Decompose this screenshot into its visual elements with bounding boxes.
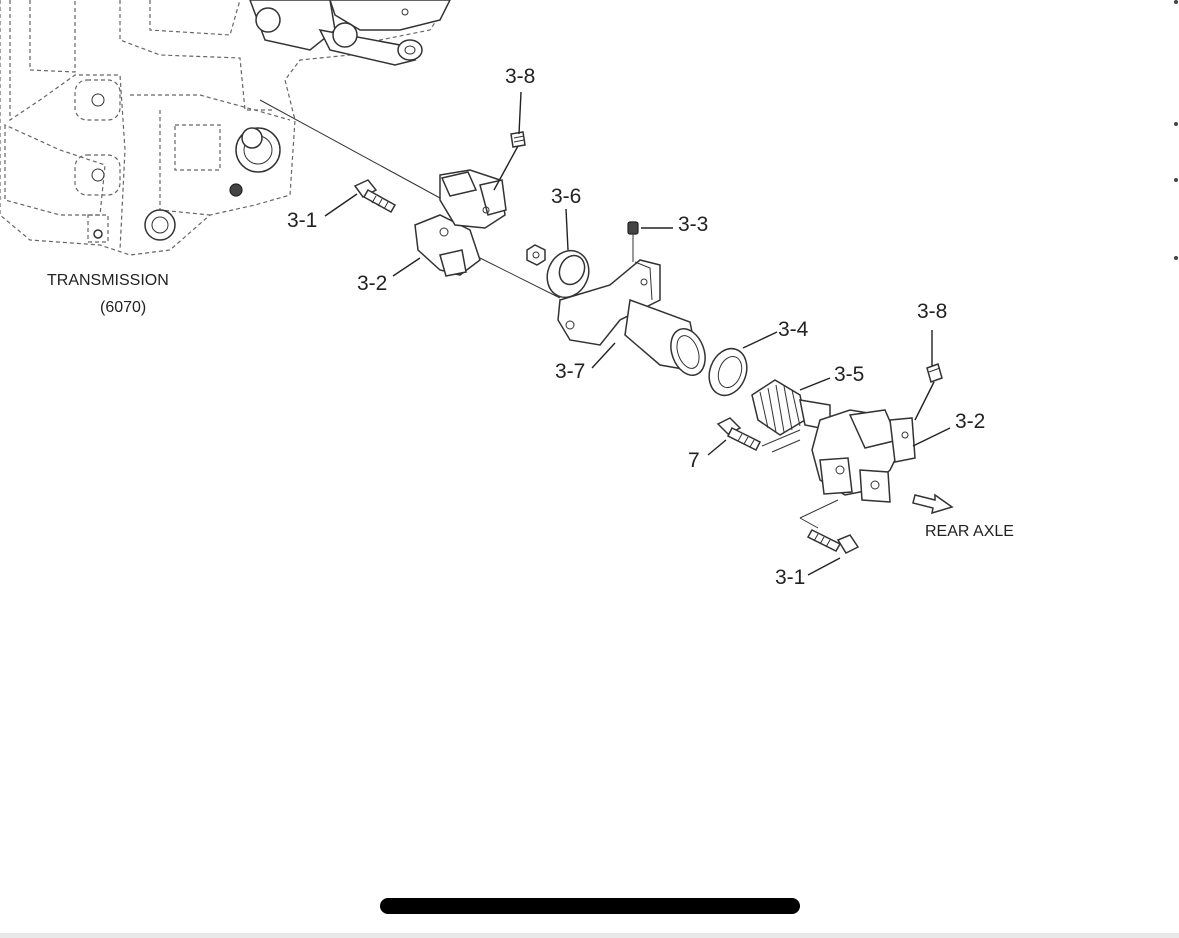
callout-3-8-right: 3-8 [917,300,947,323]
rear-axle-arrow-icon [912,493,954,515]
bolt-3-1-left [353,179,397,214]
callout-3-2-left: 3-2 [357,272,387,295]
grease-fitting-right [914,363,943,421]
callout-3-8-top: 3-8 [505,65,535,88]
callout-3-5: 3-5 [834,363,864,386]
rear-axle-label: REAR AXLE [925,523,1014,540]
universal-joint-left [414,169,507,277]
leader-3-4 [742,331,778,349]
callout-3-1-bottom: 3-1 [775,566,805,589]
leader-3-1-bottom [807,557,841,576]
leader-7 [707,439,727,456]
callout-3-4: 3-4 [778,318,809,341]
leader-3-2-left [392,257,421,277]
edge-mark [1174,0,1178,4]
leader-3-2-right [912,427,951,447]
hex-nut [526,244,546,266]
bolt-3-1-bottom [799,499,860,554]
leader-3-5 [799,377,831,391]
edge-mark [1174,256,1178,260]
transmission-code-label: (6070) [100,299,146,316]
leader-3-1-left [324,193,358,217]
callout-3-7: 3-7 [555,360,585,383]
universal-joint-right [811,409,916,503]
slip-yoke-3-7 [557,259,706,376]
grease-fitting-top [493,131,526,191]
centerline-transmission [259,99,441,199]
grease-nipple-3-3 [627,221,639,262]
leader-3-7 [591,342,616,369]
seal-3-4 [708,347,748,397]
leader-3-6 [565,208,569,251]
transmission-housing [0,0,451,256]
bolt-7 [716,417,801,453]
callout-3-3: 3-3 [678,213,708,236]
leader-3-8-top [518,91,522,135]
dust-seal-3-6 [546,249,590,299]
edge-mark [1174,122,1178,126]
callout-3-6: 3-6 [551,185,581,208]
callout-3-2-right: 3-2 [955,410,985,433]
splined-shaft-3-5 [751,379,831,436]
transmission-label: TRANSMISSION [47,272,169,289]
centerline-mid [479,257,561,299]
edge-mark [1174,178,1178,182]
callout-3-1-left: 3-1 [287,209,317,232]
home-indicator[interactable] [380,898,800,914]
bottom-strip [0,933,1179,938]
callout-7: 7 [688,449,700,472]
